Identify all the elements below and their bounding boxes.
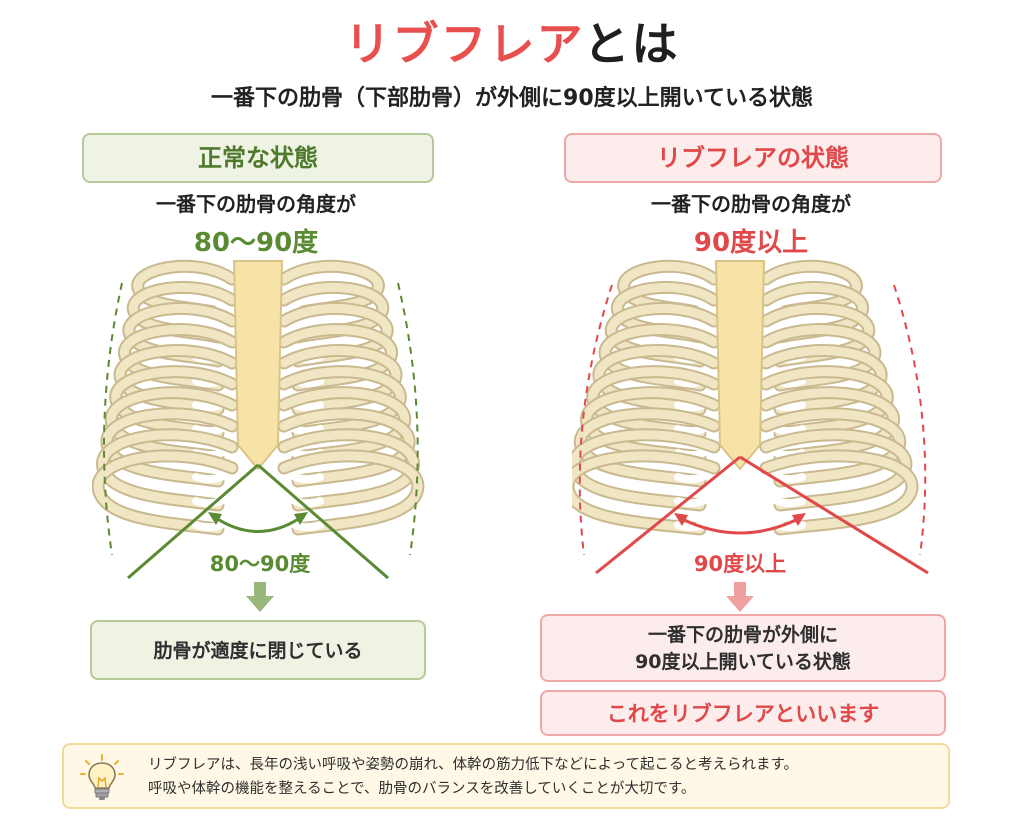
lightbulb-icon xyxy=(80,754,124,800)
normal-description: 一番下の肋骨の角度が xyxy=(156,192,356,216)
page-subtitle: 一番下の肋骨（下部肋骨）が外側に90度以上開いている状態 xyxy=(211,86,813,111)
left-rib xyxy=(115,346,237,414)
right-cartilage xyxy=(766,517,806,532)
right-cartilage xyxy=(766,493,806,508)
flare-left-angle-line xyxy=(595,455,741,575)
left-cartilage xyxy=(674,469,714,484)
flare-ribcage xyxy=(572,259,919,536)
normal-ribcage-diagram xyxy=(92,259,425,580)
normal-left-angle-line xyxy=(127,463,259,580)
title-accent: リブフレア xyxy=(344,17,584,71)
normal-side-guides xyxy=(103,282,419,556)
normal-down-arrow-icon xyxy=(246,582,274,612)
left-cartilage xyxy=(674,517,714,532)
flare-angle-arc xyxy=(681,517,799,535)
flare-arc-arrowhead-right xyxy=(792,513,806,526)
flare-result: 一番下の肋骨が外側に 90度以上開いている状態 xyxy=(540,614,946,682)
normal-result: 肋骨が適度に閉じている xyxy=(90,620,426,680)
normal-state-label: 正常な状態 xyxy=(82,133,434,183)
left-cartilage xyxy=(674,493,714,508)
flare-right-angle-line xyxy=(739,455,929,575)
left-rib xyxy=(111,367,237,438)
normal-right-guide xyxy=(397,282,419,556)
left-rib xyxy=(93,451,237,534)
flare-down-arrow-icon xyxy=(726,582,754,612)
flare-conclusion: これをリブフレアといいます xyxy=(540,690,946,736)
page-title: リブフレアとは xyxy=(0,8,1024,74)
right-cartilage xyxy=(284,469,324,484)
left-rib xyxy=(120,325,237,390)
flare-state-label: リブフレアの状態 xyxy=(564,133,942,183)
flare-result-line2: 90度以上開いている状態 xyxy=(635,651,851,673)
normal-angle-lines xyxy=(127,463,389,580)
right-cartilage xyxy=(766,469,806,484)
normal-arc-arrowhead-left xyxy=(208,512,222,525)
normal-angle-mark: 80〜90度 xyxy=(209,552,311,576)
flare-angle-lines xyxy=(595,455,929,575)
note-line1: リブフレアは、長年の浅い呼吸や姿勢の崩れ、体幹の筋力低下などによって起こると考え… xyxy=(148,757,799,773)
right-rib xyxy=(279,325,396,390)
flare-angle-range: 90度以上 xyxy=(693,228,809,258)
flare-right-guide xyxy=(893,284,927,556)
normal-angle-range: 80〜90度 xyxy=(193,228,319,258)
right-rib xyxy=(279,451,423,534)
normal-right-angle-line xyxy=(257,463,389,580)
normal-angle-arc xyxy=(215,516,301,533)
flare-angle-mark: 90度以上 xyxy=(693,552,787,576)
normal-arc-arrowhead-right xyxy=(294,512,308,525)
left-cartilage xyxy=(192,469,232,484)
sternum xyxy=(714,260,766,471)
flare-arc-arrowhead-left xyxy=(674,513,688,526)
left-rib xyxy=(600,325,719,390)
normal-ribcage xyxy=(92,259,425,536)
note-line2: 呼吸や体幹の機能を整えることで、肋骨のバランスを改善していくことが大切です。 xyxy=(148,781,696,797)
note-text: リブフレアは、長年の浅い呼吸や姿勢の崩れ、体幹の筋力低下などによって起こると考え… xyxy=(148,753,798,801)
right-rib xyxy=(761,451,917,534)
left-rib xyxy=(572,451,719,534)
right-rib xyxy=(279,367,405,438)
flare-side-guides xyxy=(578,284,927,556)
right-rib xyxy=(761,325,880,390)
right-rib xyxy=(279,346,401,414)
flare-result-line1: 一番下の肋骨が外側に xyxy=(647,624,838,646)
flare-description: 一番下の肋骨の角度が xyxy=(651,192,851,216)
sternum xyxy=(232,260,284,471)
flare-ribcage-diagram xyxy=(572,259,929,575)
flare-left-guide xyxy=(578,284,613,556)
title-rest: とは xyxy=(583,17,680,71)
info-note: リブフレアは、長年の浅い呼吸や姿勢の崩れ、体幹の筋力低下などによって起こると考え… xyxy=(62,743,950,809)
normal-left-guide xyxy=(103,282,123,556)
